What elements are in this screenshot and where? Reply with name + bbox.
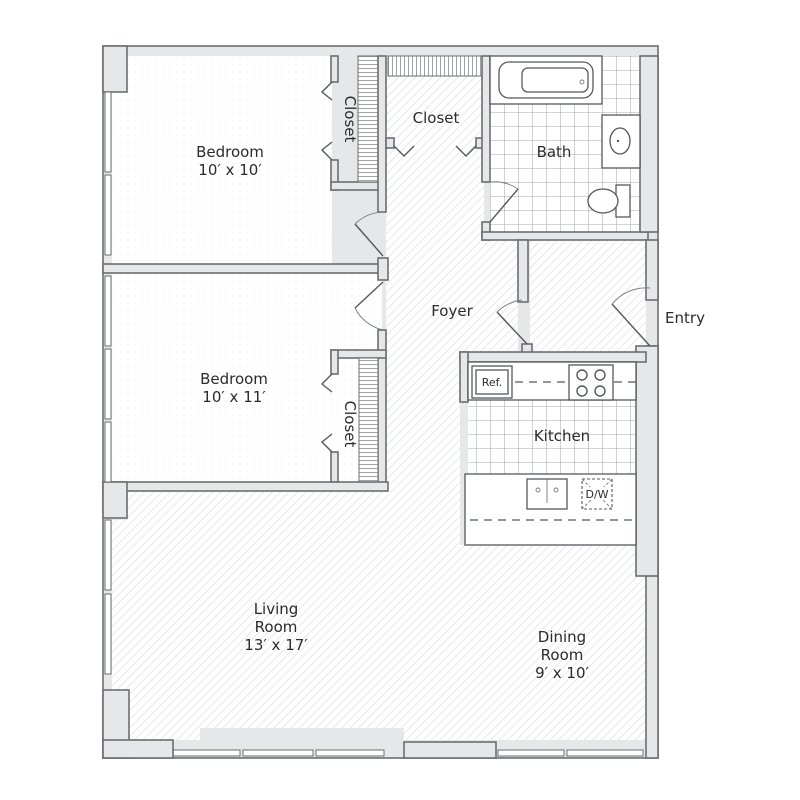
window <box>104 174 112 256</box>
wall <box>639 55 659 233</box>
wall <box>330 181 382 191</box>
wall <box>102 481 128 519</box>
burner-icon <box>576 369 588 381</box>
bathtub-inner <box>521 67 589 93</box>
wall <box>377 257 389 281</box>
bedroom-2-label: Bedroom <box>200 370 268 388</box>
window <box>104 91 112 173</box>
wall <box>102 45 128 93</box>
door-swing-arc <box>354 307 384 331</box>
wall <box>459 351 469 403</box>
dining-room-label-1: Dining <box>538 628 586 646</box>
bedroom-1-label: Bedroom <box>196 143 264 161</box>
bedroom-2-size: 10′ x 11′ <box>202 388 266 406</box>
closet-1-label: Closet <box>341 96 359 143</box>
wall <box>102 263 386 274</box>
wall <box>102 481 389 492</box>
sink-basin <box>609 127 631 155</box>
window <box>104 519 112 591</box>
toilet-bowl <box>587 188 619 214</box>
bedroom-1-size: 10′ x 10′ <box>198 161 262 179</box>
door-swing-arc <box>611 287 651 305</box>
window <box>171 749 241 757</box>
hall-closet-shelf <box>387 55 483 77</box>
foyer-floor <box>386 56 518 490</box>
living-dining-floor <box>112 490 648 740</box>
wall <box>481 55 491 183</box>
dining-room-label-2: Room <box>541 646 584 664</box>
window <box>497 749 565 757</box>
window <box>104 421 112 483</box>
closet-1-shelf <box>357 55 379 183</box>
entry-floor <box>530 240 646 352</box>
wall <box>330 55 339 83</box>
closet-door-icon <box>320 81 333 101</box>
window <box>104 275 112 347</box>
window <box>104 348 112 420</box>
bath-label: Bath <box>537 143 572 161</box>
dining-room-size: 9′ x 10′ <box>535 664 589 682</box>
kitchen-floor <box>468 400 636 474</box>
window <box>242 749 314 757</box>
wall <box>481 231 649 241</box>
wall <box>517 239 529 303</box>
wall <box>645 239 659 301</box>
dishwasher-label: D/W <box>585 488 608 501</box>
window <box>104 593 112 675</box>
door-swing-arc <box>354 211 384 225</box>
wall <box>102 739 174 759</box>
wall <box>330 451 339 483</box>
closet-2-shelf <box>358 357 379 483</box>
refrigerator-label: Ref. <box>482 376 503 389</box>
door-swing-arc <box>496 299 523 313</box>
living-room-size: 13′ x 17′ <box>244 636 308 654</box>
closet-door-icon <box>393 145 415 157</box>
closet-door-icon <box>320 141 333 161</box>
foyer-label: Foyer <box>431 302 473 320</box>
kitchen-label: Kitchen <box>534 427 590 445</box>
stove <box>568 364 614 401</box>
burner-icon <box>594 369 606 381</box>
closet-door-icon <box>320 433 333 453</box>
hall-closet-label: Closet <box>413 109 460 127</box>
closet-door-icon <box>320 373 333 393</box>
living-room-label-2: Room <box>255 618 298 636</box>
bedroom-1-floor <box>112 56 332 264</box>
burner-icon <box>576 385 588 397</box>
window <box>315 749 385 757</box>
closet-door-icon <box>455 145 477 157</box>
wall <box>459 351 647 363</box>
wall <box>377 55 387 213</box>
wall <box>635 345 659 577</box>
burner-icon <box>594 385 606 397</box>
living-room-label-1: Living <box>254 600 299 618</box>
wall <box>330 349 387 359</box>
door-swing-arc <box>489 181 519 190</box>
bedroom-2-floor <box>112 274 382 482</box>
wall <box>403 741 497 759</box>
closet-2-label: Closet <box>341 401 359 448</box>
entry-label: Entry <box>665 309 705 327</box>
wall <box>385 137 395 149</box>
window <box>566 749 644 757</box>
wall <box>330 349 339 375</box>
refrigerator-inner <box>475 369 509 395</box>
